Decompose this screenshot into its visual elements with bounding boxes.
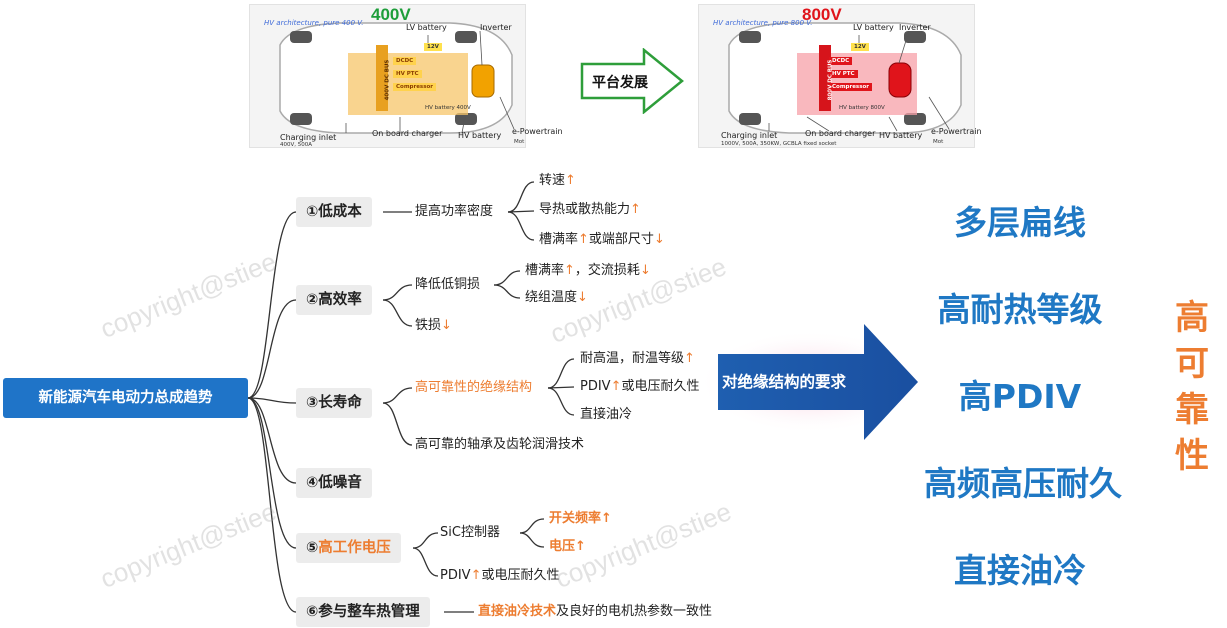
wheel-icon [904, 113, 926, 125]
dcdc-chip: DCDC [829, 57, 853, 65]
motor-caption: Mot [514, 139, 525, 145]
lv-battery-label: LV battery [406, 23, 447, 32]
epowertrain-label: e-Powertrain [512, 127, 563, 136]
req-heat-class: 高耐热等级 [937, 290, 1103, 329]
epowertrain-label: e-Powertrain [931, 127, 982, 136]
platform-400v-diagram: HV architecture, pure 400 V. 400V LV bat… [249, 4, 563, 148]
requirement-arrow-label: 对绝缘结构的要求 [722, 373, 847, 391]
charging-spec: 400V, 500A [280, 142, 313, 148]
dcdc-chip: DCDC [393, 57, 417, 65]
hv-ptc-chip: HV PTC [393, 70, 422, 78]
leaf-oil-cooling: 直接油冷 [580, 407, 633, 422]
node-insulation-structure: 高可靠性的绝缘结构 [415, 380, 533, 395]
platform-800v-diagram: HV architecture, pure 800 V. 800V LV bat… [698, 4, 982, 148]
motor-icon [471, 64, 495, 98]
req-direct-oil-cooling: 直接油冷 [954, 551, 1086, 590]
hv-battery-caption: HV battery 400V [425, 105, 471, 111]
vertical-char: 可 [1175, 344, 1209, 384]
req-high-pdiv: 高PDIV [958, 377, 1082, 416]
dc-bus-bar [819, 45, 831, 111]
node-iron-loss: 铁损↓ [415, 318, 452, 333]
topic-low-noise: ④低噪音 [296, 468, 372, 498]
dc-bus-bar [376, 45, 388, 111]
voltage-400v: 400V [371, 5, 411, 24]
node-sic-controller: SiC控制器 [440, 525, 500, 540]
node-pdiv-endurance: PDIV↑或电压耐久性 [440, 568, 560, 583]
inverter-label: Inverter [480, 23, 512, 32]
requirement-arrow-icon [700, 324, 922, 440]
car-outline-800v [728, 22, 962, 134]
vertical-char: 靠 [1175, 390, 1209, 430]
leaf-slot-fill: 槽满率↑或端部尺寸↓ [539, 232, 665, 247]
charging-spec: 1000V, 500A, 350KW, GCBLA fixed socket [721, 141, 837, 147]
wheel-icon [739, 113, 761, 125]
on-board-charger-label: On board charger [372, 129, 443, 138]
car-outline-400v [279, 22, 515, 134]
charging-inlet-label: Charging inlet [721, 131, 778, 140]
hv-ptc-chip: HV PTC [829, 70, 858, 78]
compressor-chip: Compressor [829, 83, 872, 91]
leaf-heat-resistance: 耐高温，耐温等级↑ [580, 351, 695, 366]
inverter-label: Inverter [899, 23, 931, 32]
node-power-density: 提高功率密度 [415, 204, 494, 219]
wheel-icon [290, 113, 312, 125]
topic-thermal-management: ⑥参与整车热管理 [296, 597, 430, 627]
hv-battery-label: HV battery [458, 131, 502, 140]
leaf-pdiv: PDIV↑或电压耐久性 [580, 379, 700, 394]
topic-high-voltage: ⑤高工作电压 [296, 533, 401, 563]
hv-battery-caption: HV battery 800V [839, 105, 885, 111]
wheel-icon [290, 31, 312, 43]
on-board-charger-label: On board charger [805, 129, 876, 138]
req-hf-hv-endurance: 高频高压耐久 [924, 464, 1122, 503]
vertical-char: 性 [1175, 436, 1209, 476]
lv12-chip: 12V [851, 43, 869, 51]
req-multilayer-flat-wire: 多层扁线 [954, 203, 1086, 242]
hv-battery-label: HV battery [879, 131, 923, 140]
platform-arrow-label: 平台发展 [592, 75, 648, 91]
wheel-icon [739, 31, 761, 43]
compressor-chip: Compressor [393, 83, 436, 91]
lv-battery-label: LV battery [853, 23, 894, 32]
topic-high-efficiency: ②高效率 [296, 285, 372, 315]
motor-icon [888, 62, 912, 98]
voltage-800v: 800V [802, 5, 842, 24]
mindmap-root: 新能源汽车电动力总成趋势 [3, 378, 248, 418]
arch-caption: HV architecture, pure 800 V. [713, 19, 813, 27]
leaf-switching-freq: 开关频率↑ [549, 511, 612, 526]
node-bearing-lubrication: 高可靠的轴承及齿轮润滑技术 [415, 437, 585, 452]
arch-caption: HV architecture, pure 400 V. [264, 19, 364, 27]
leaf-voltage: 电压↑ [549, 539, 586, 554]
vertical-char: 高 [1175, 298, 1209, 338]
topic-low-cost: ①低成本 [296, 197, 372, 227]
leaf-heat-dissipation: 导热或散热能力↑ [539, 202, 641, 217]
lv12-chip: 12V [424, 43, 442, 51]
platform-arrow-icon [580, 48, 684, 114]
node-copper-loss: 降低低铜损 [415, 277, 481, 292]
motor-caption: Mot [933, 139, 944, 145]
wheel-icon [455, 31, 477, 43]
leaf-speed: 转速↑ [539, 173, 576, 188]
leaf-winding-temp: 绕组温度↓ [525, 290, 588, 305]
node-oil-cooling-tech: 直接油冷技术及良好的电机热参数一致性 [478, 604, 713, 619]
charging-inlet-label: Charging inlet [280, 133, 337, 142]
leaf-slot-fill-ac-loss: 槽满率↑，交流损耗↓ [525, 263, 651, 278]
wheel-icon [455, 113, 477, 125]
topic-long-life: ③长寿命 [296, 388, 372, 418]
wheel-icon [904, 31, 926, 43]
